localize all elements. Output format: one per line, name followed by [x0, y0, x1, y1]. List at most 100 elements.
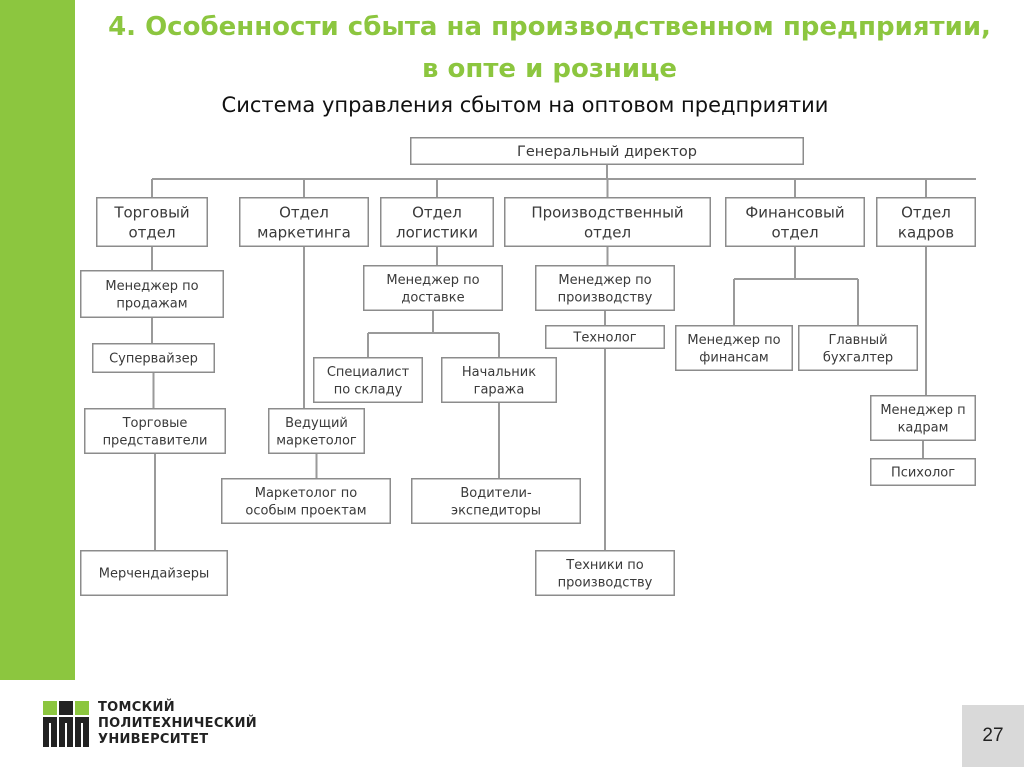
org-node-torg: Торговый отдел	[96, 197, 208, 247]
org-node-label: Супервайзер	[109, 352, 198, 367]
org-node-box	[92, 343, 215, 373]
org-node-superv: Супервайзер	[92, 343, 215, 373]
org-node-box	[313, 357, 423, 403]
org-node-box	[675, 325, 793, 371]
org-node-label: Менеджер по	[105, 279, 198, 294]
slide-title: 4. Особенности сбыта на производственном…	[75, 6, 1024, 90]
org-node-label: производству	[558, 290, 653, 305]
org-node-label: отдел	[584, 224, 631, 242]
org-node-label: Техники по	[565, 558, 644, 573]
org-node-box	[363, 265, 503, 311]
org-node-box	[441, 357, 557, 403]
org-node-fin: Финансовый отдел	[725, 197, 865, 247]
org-node-label: Маркетолог по	[255, 486, 358, 501]
org-node-label: Отдел	[901, 203, 951, 221]
org-node-box	[725, 197, 865, 247]
org-node-label: Отдел	[412, 203, 462, 221]
diagram-subtitle: Система управления сбытом на оптовом пре…	[221, 93, 829, 117]
org-node-label: Менеджер по	[386, 273, 479, 288]
org-node-label: маркетинга	[257, 224, 351, 242]
org-node-box	[535, 550, 675, 596]
page-number-box: 27	[962, 705, 1024, 767]
org-node-label: по складу	[334, 382, 403, 397]
org-node-label: Производственный	[531, 203, 683, 221]
org-node-box	[870, 458, 976, 486]
org-node-mark: Отдел маркетинга	[239, 197, 369, 247]
org-node-box	[268, 408, 365, 454]
slide-title-line-2: в опте и рознице	[421, 54, 678, 84]
org-node-label: Ведущий	[285, 416, 348, 431]
org-node-box	[545, 325, 665, 349]
accent-sidebar	[0, 0, 75, 680]
org-node-m_dost: Менеджер по доставке	[363, 265, 503, 311]
org-node-psiholog: Психолог	[870, 458, 976, 486]
org-node-box	[380, 197, 494, 247]
org-node-nach_gar: Начальник гаража	[441, 357, 557, 403]
org-node-tehniki: Техники по производству	[535, 550, 675, 596]
org-node-box	[535, 265, 675, 311]
org-chart-connectors	[151, 165, 976, 550]
tpu-logo-graphic	[43, 701, 89, 747]
org-node-label: Психолог	[891, 466, 955, 481]
university-name-line-2: ПОЛИТЕХНИЧЕСКИЙ	[98, 716, 257, 731]
page-number: 27	[982, 725, 1004, 746]
org-node-prod: Производственный отдел	[504, 197, 711, 247]
org-node-tehnolog: Технолог	[545, 325, 665, 349]
tpu-logo-icon	[43, 701, 89, 752]
org-node-label: особым проектам	[245, 503, 366, 518]
org-node-label: маркетолог	[276, 433, 357, 448]
org-node-label: экспедиторы	[451, 503, 541, 518]
org-node-m_proizv: Менеджер по производству	[535, 265, 675, 311]
org-node-label: доставке	[401, 290, 464, 305]
org-node-label: Технолог	[572, 331, 636, 346]
university-name-line-1: ТОМСКИЙ	[98, 700, 175, 715]
org-node-torg_pred: Торговые представители	[84, 408, 226, 454]
university-name: ТОМСКИЙ ПОЛИТЕХНИЧЕСКИЙ УНИВЕРСИТЕТ	[98, 700, 257, 748]
org-node-box	[870, 395, 976, 441]
org-node-box	[80, 550, 228, 596]
org-node-label: Водители-	[460, 486, 532, 501]
org-node-label: продажам	[116, 296, 187, 311]
org-node-m_kadr: Менеджер п кадрам	[870, 395, 976, 441]
org-node-gl_buh: Главный бухгалтер	[798, 325, 918, 371]
org-node-label: представители	[103, 433, 208, 448]
org-node-label: Менеджер по	[687, 333, 780, 348]
org-node-label: Менеджер по	[558, 273, 651, 288]
org-node-merch: Мерчендайзеры	[80, 550, 228, 596]
org-node-label: Финансовый	[745, 203, 844, 221]
org-node-label: Торговый	[113, 203, 189, 221]
org-node-box	[504, 197, 711, 247]
org-node-box	[239, 197, 369, 247]
org-node-box	[876, 197, 976, 247]
org-node-label: Менеджер п	[880, 403, 965, 418]
org-node-label: кадрам	[898, 420, 949, 435]
org-node-label: кадров	[898, 224, 954, 242]
org-node-box	[411, 478, 581, 524]
org-node-label: Мерчендайзеры	[99, 567, 209, 582]
org-node-label: отдел	[771, 224, 818, 242]
org-node-label: Начальник	[462, 365, 536, 380]
org-node-box	[221, 478, 391, 524]
org-node-gd: Генеральный директор	[410, 137, 804, 165]
org-node-label: отдел	[128, 224, 175, 242]
org-node-label: бухгалтер	[823, 350, 893, 365]
org-node-mark_osob: Маркетолог по особым проектам	[221, 478, 391, 524]
org-node-kadr: Отдел кадров	[876, 197, 976, 247]
org-node-box	[798, 325, 918, 371]
org-node-log: Отдел логистики	[380, 197, 494, 247]
org-node-voditeli: Водители-экспедиторы	[411, 478, 581, 524]
org-node-ved_mark: Ведущий маркетолог	[268, 408, 365, 454]
org-node-label: логистики	[396, 224, 478, 242]
org-node-label: Генеральный директор	[517, 144, 697, 160]
org-node-label: Торговые	[122, 416, 188, 431]
org-node-label: Главный	[828, 333, 887, 348]
org-node-label: Отдел	[279, 203, 329, 221]
org-node-label: гаража	[474, 382, 525, 397]
university-name-line-3: УНИВЕРСИТЕТ	[98, 732, 209, 747]
org-node-box	[84, 408, 226, 454]
org-node-label: производству	[558, 575, 653, 590]
